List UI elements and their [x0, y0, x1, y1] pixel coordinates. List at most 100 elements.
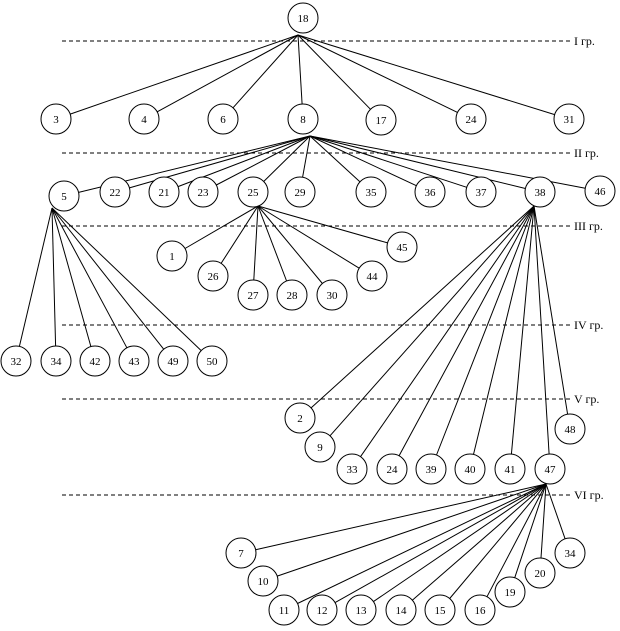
node-circle: [207, 103, 239, 135]
node-circle: [304, 431, 336, 463]
node-circle: [553, 103, 585, 135]
tree-node-45: 45: [386, 231, 418, 263]
tree-node-19: 19: [494, 576, 526, 608]
tree-node-25: 25: [237, 176, 269, 208]
tree-node-30: 30: [316, 279, 348, 311]
node-label: 43: [129, 356, 141, 368]
node-circle: [197, 260, 229, 292]
tree-node-34a: 34: [40, 345, 72, 377]
edge-47-16: [486, 483, 547, 597]
edge-25-26: [220, 205, 259, 264]
tree-node-18: 18: [287, 2, 319, 34]
edge-18-3: [70, 34, 299, 115]
node-circle: [48, 180, 80, 212]
node-circle: [494, 576, 526, 608]
tree-node-16: 16: [464, 594, 496, 626]
edge-47-12: [334, 483, 547, 604]
node-label: 13: [356, 605, 368, 617]
node-label: 48: [565, 424, 577, 436]
tree-node-50: 50: [196, 345, 228, 377]
node-label: 24: [387, 464, 399, 476]
node-circle: [336, 453, 368, 485]
node-circle: [386, 231, 418, 263]
edge-47-14: [411, 483, 547, 601]
node-circle: [237, 176, 269, 208]
node-circle: [157, 345, 189, 377]
tree-node-26: 26: [197, 260, 229, 292]
node-label: 40: [465, 464, 477, 476]
tree-node-14: 14: [385, 594, 417, 626]
edge-47-19: [514, 483, 547, 578]
tree-node-35: 35: [355, 176, 387, 208]
node-circle: [196, 345, 228, 377]
edge-38-47: [533, 205, 550, 455]
node-label: 45: [397, 242, 409, 254]
node-label: 1: [169, 251, 175, 263]
edge-38-9: [329, 205, 535, 437]
edge-8-35: [309, 135, 361, 183]
node-circle: [554, 537, 586, 569]
node-circle: [415, 453, 447, 485]
edge-47-11: [297, 483, 547, 604]
edge-38-24b: [398, 205, 535, 457]
node-circle: [247, 565, 279, 597]
tree-node-23: 23: [187, 176, 219, 208]
tree-node-39: 39: [415, 453, 447, 485]
edge-8-23: [216, 135, 311, 186]
edge-38-48: [533, 205, 569, 415]
node-label: 33: [347, 464, 359, 476]
tree-node-12: 12: [306, 594, 338, 626]
edge-47-15: [449, 483, 547, 599]
edge-18-24a: [297, 34, 458, 113]
node-circle: [237, 279, 269, 311]
tree-node-8: 8: [287, 103, 319, 135]
node-label: 42: [90, 356, 101, 368]
tree-node-22: 22: [99, 176, 131, 208]
node-label: 5: [61, 191, 67, 203]
edge-5-43: [51, 207, 128, 349]
edge-8-29: [302, 135, 311, 178]
node-circle: [464, 594, 496, 626]
node-circle: [0, 345, 32, 377]
node-circle: [284, 402, 316, 434]
group-separators: I гр.II гр.III гр.IV гр.V гр.VI гр.: [62, 34, 604, 502]
tree-node-36: 36: [414, 176, 446, 208]
node-circle: [554, 413, 586, 445]
node-circle: [287, 103, 319, 135]
node-circle: [316, 279, 348, 311]
node-label: 26: [208, 271, 220, 283]
tree-node-13: 13: [345, 594, 377, 626]
node-label: 27: [248, 290, 260, 302]
tree-node-3: 3: [40, 103, 72, 135]
node-label: 19: [505, 587, 517, 599]
node-label: 20: [535, 568, 547, 580]
tree-node-49: 49: [157, 345, 189, 377]
tree-node-17: 17: [365, 104, 397, 136]
group-label-5: V гр.: [574, 392, 599, 406]
node-label: 24: [466, 114, 478, 126]
group-label-2: II гр.: [574, 146, 599, 160]
tree-edges: [18, 34, 586, 604]
edge-38-2: [310, 205, 535, 409]
node-label: 38: [535, 187, 547, 199]
node-circle: [128, 103, 160, 135]
edge-25-1: [184, 205, 259, 249]
node-circle: [355, 176, 387, 208]
tree-node-24a: 24: [455, 103, 487, 135]
node-circle: [345, 594, 377, 626]
edge-25-44: [257, 205, 360, 269]
tree-node-6: 6: [207, 103, 239, 135]
edge-8-36: [309, 135, 417, 187]
tree-node-5: 5: [48, 180, 80, 212]
node-label: 3: [53, 114, 59, 126]
edge-18-8: [297, 34, 303, 105]
tree-node-15: 15: [424, 594, 456, 626]
node-label: 30: [327, 290, 339, 302]
tree-node-2: 2: [284, 402, 316, 434]
edge-47-20: [540, 483, 547, 559]
tree-node-31: 31: [553, 103, 585, 135]
node-circle: [156, 240, 188, 272]
node-label: 15: [435, 605, 447, 617]
node-label: 17: [376, 115, 388, 127]
